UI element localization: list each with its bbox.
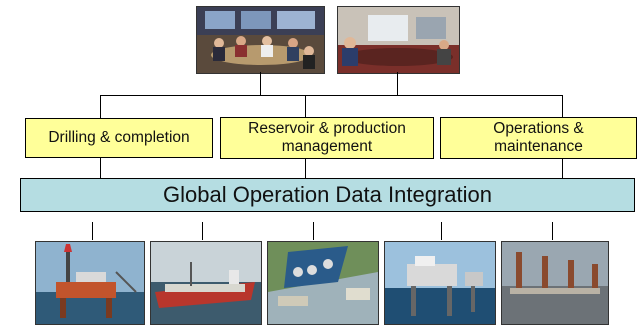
fpso-vessel-photo: [150, 241, 262, 325]
offshore-platform-photo: [35, 241, 145, 325]
connector-line: [92, 222, 93, 240]
connector-line: [397, 72, 398, 96]
connector-line: [305, 159, 306, 178]
operations-maintenance-box: Operations & maintenance: [440, 117, 637, 159]
onshore-terminal-photo: [267, 241, 379, 325]
connector-line: [562, 95, 563, 118]
reservoir-label-line1: Reservoir & production: [248, 120, 406, 137]
reservoir-label-line2: management: [281, 138, 373, 155]
connector-line: [305, 95, 306, 117]
connector-line: [202, 222, 203, 240]
meeting-room-photo: [196, 6, 325, 74]
reservoir-production-box: Reservoir & production management: [220, 117, 434, 159]
connector-line: [313, 222, 314, 240]
drilling-completion-box: Drilling & completion: [25, 118, 213, 158]
connector-line: [441, 222, 442, 240]
platform-deck-photo: [501, 241, 609, 325]
connector-line: [552, 222, 553, 240]
connector-line: [562, 159, 563, 178]
drilling-completion-label: Drilling & completion: [48, 129, 190, 146]
global-operation-data-integration-banner: Global Operation Data Integration: [20, 178, 635, 212]
banner-label: Global Operation Data Integration: [163, 182, 492, 207]
connector-line: [100, 95, 563, 96]
operations-label-line2: maintenance: [494, 138, 583, 155]
connector-line: [260, 72, 261, 96]
operations-label-line1: Operations &: [493, 120, 584, 137]
conference-room-photo: [337, 6, 460, 74]
connector-line: [100, 158, 101, 178]
offshore-jacket-platform-photo: [384, 241, 496, 325]
connector-line: [100, 95, 101, 119]
